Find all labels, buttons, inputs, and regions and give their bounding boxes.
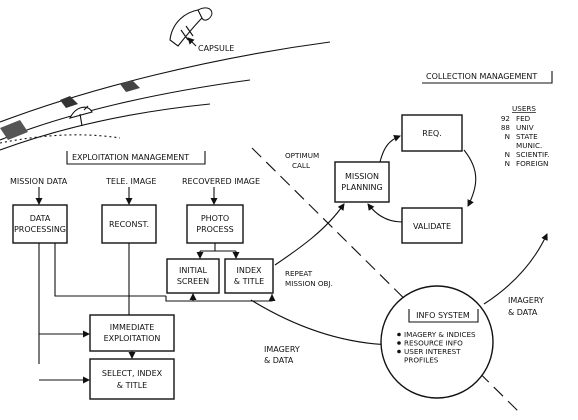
exploitation-to-info-arrow	[250, 299, 399, 349]
photo-process-label-line1: PHOTO	[201, 214, 229, 223]
user-category: FOREIGN	[516, 159, 548, 168]
immediate-exploitation-line2: EXPLOITATION	[104, 334, 161, 343]
immediate-exploitation-box	[89, 314, 175, 352]
repeat-mission-label-line1: REPEAT	[285, 269, 313, 278]
info-system-item: USER INTEREST	[404, 347, 461, 356]
validate-to-planning-arrow	[367, 203, 403, 223]
exploitation-management-title: EXPLOITATION MANAGEMENT	[72, 153, 189, 162]
mission-data-label: MISSION DATA	[10, 177, 68, 186]
recovered-image-label: RECOVERED IMAGE	[182, 177, 260, 186]
data-processing-box	[12, 204, 68, 244]
bullet-icon	[397, 349, 401, 354]
user-count: 92	[501, 114, 510, 123]
index-title-label-line2: & TITLE	[234, 277, 264, 286]
initial-screen-box	[166, 258, 220, 294]
info-title-bracket	[408, 309, 479, 323]
capsule-pointer-arrow	[187, 37, 197, 47]
imagery-data-left-line1: IMAGERY	[264, 345, 300, 354]
boundary-dashed-line	[251, 147, 521, 414]
index-title-box	[224, 258, 274, 294]
repeat-mission-label-line2: MISSION OBJ.	[285, 279, 333, 288]
photo-process-label-line2: PROCESS	[196, 225, 233, 234]
select-index-line1: SELECT, INDEX	[102, 369, 163, 378]
user-count: 88	[501, 123, 511, 132]
data-processing-label-line1: DATA	[30, 214, 51, 223]
immediate-exploitation-line1: IMMEDIATE	[110, 323, 155, 332]
mission-planning-box	[334, 161, 390, 203]
user-count: N	[505, 159, 510, 168]
select-index-line2: & TITLE	[117, 381, 147, 390]
tele-image-label: TELE. IMAGE	[105, 177, 156, 186]
photo-process-split-line	[200, 243, 236, 252]
mission-planning-label-line2: PLANNING	[341, 183, 382, 192]
earth-illustration	[0, 41, 331, 151]
optimum-call-label-line2: CALL	[292, 161, 310, 170]
info-system-item: IMAGERY & INDICES	[404, 330, 476, 339]
satellite-dish-icon	[68, 105, 93, 127]
user-category: SCIENTIF.	[516, 150, 549, 159]
bottom-collector-line	[165, 294, 273, 302]
validate-box	[401, 207, 463, 244]
user-category: FED	[516, 114, 531, 123]
initial-screen-label-line1: INITIAL	[179, 266, 207, 275]
repeat-mission-arrow	[274, 203, 345, 266]
initial-screen-label-line2: SCREEN	[177, 277, 209, 286]
planning-to-req-arrow	[379, 134, 401, 163]
collection-management-title: COLLECTION MANAGEMENT	[426, 72, 537, 81]
data-processing-branch-line	[54, 243, 166, 297]
req-box	[401, 114, 463, 152]
imagery-data-right-line2: & DATA	[508, 308, 538, 317]
user-count: N	[505, 132, 510, 141]
info-to-users-arrow	[483, 233, 548, 305]
info-system-item: RESOURCE INFO	[404, 339, 463, 348]
exploitation-title-bracket	[66, 151, 206, 165]
collection-title-bracket	[422, 71, 553, 84]
info-system-item: PROFILES	[404, 356, 439, 365]
user-category: STATE	[516, 132, 538, 141]
mission-planning-label-line1: MISSION	[345, 172, 379, 181]
req-to-validate-arrow	[463, 149, 477, 207]
reconst-label: RECONST.	[109, 220, 149, 229]
users-title: USERS	[512, 104, 536, 113]
validate-label: VALIDATE	[413, 222, 451, 231]
info-system-title: INFO SYSTEM	[416, 311, 470, 320]
user-category: UNIV	[516, 123, 534, 132]
req-label: REQ.	[422, 129, 441, 138]
capsule-icon	[169, 7, 213, 47]
bullet-icon	[397, 332, 401, 337]
imagery-data-left-line2: & DATA	[264, 356, 294, 365]
optimum-call-label-line1: OPTIMUM	[285, 151, 319, 160]
select-index-box	[89, 358, 175, 400]
capsule-label: CAPSULE	[198, 44, 234, 53]
imagery-data-right-line1: IMAGERY	[508, 296, 544, 305]
user-category: MUNIC.	[516, 141, 542, 150]
bullet-icon	[397, 341, 401, 345]
index-title-label-line1: INDEX	[236, 266, 262, 275]
user-count: N	[505, 150, 510, 159]
photo-process-box	[186, 204, 244, 244]
data-processing-label-line2: PROCESSING	[14, 225, 66, 234]
